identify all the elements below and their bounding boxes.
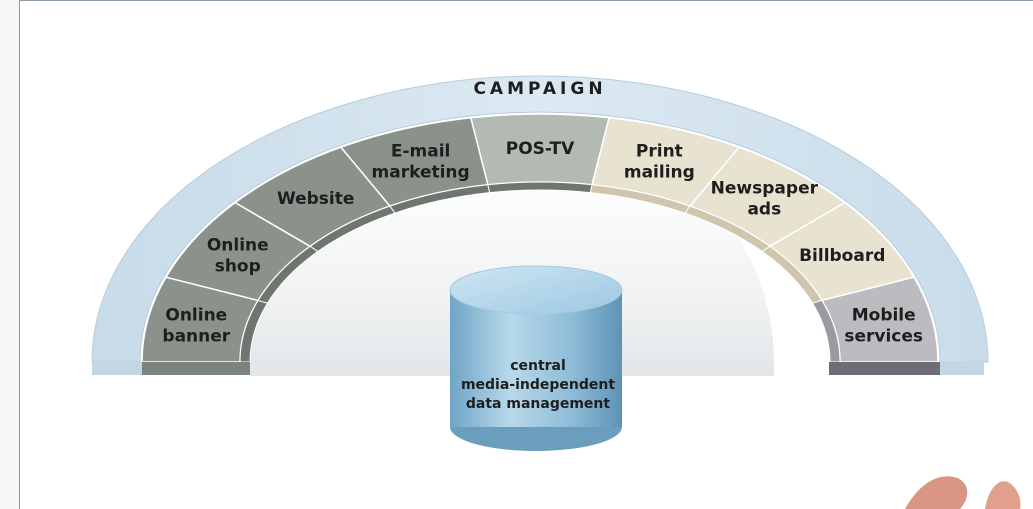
- database-top: [449, 265, 623, 315]
- campaign-title: CAMPAIGN: [473, 79, 606, 99]
- band-base-right: [940, 362, 984, 375]
- label-pos-tv: POS-TV: [506, 139, 575, 159]
- segment-base-right: [829, 362, 940, 375]
- segment-base-left: [142, 362, 250, 375]
- campaign-band: [91, 75, 989, 363]
- hand-decoration: [905, 476, 1021, 509]
- campaign-band-arc: [91, 75, 989, 363]
- label-website: Website: [277, 189, 354, 209]
- band-base-left: [92, 362, 142, 375]
- segment-inner-rim: [239, 181, 841, 363]
- label-billboard: Billboard: [799, 246, 885, 266]
